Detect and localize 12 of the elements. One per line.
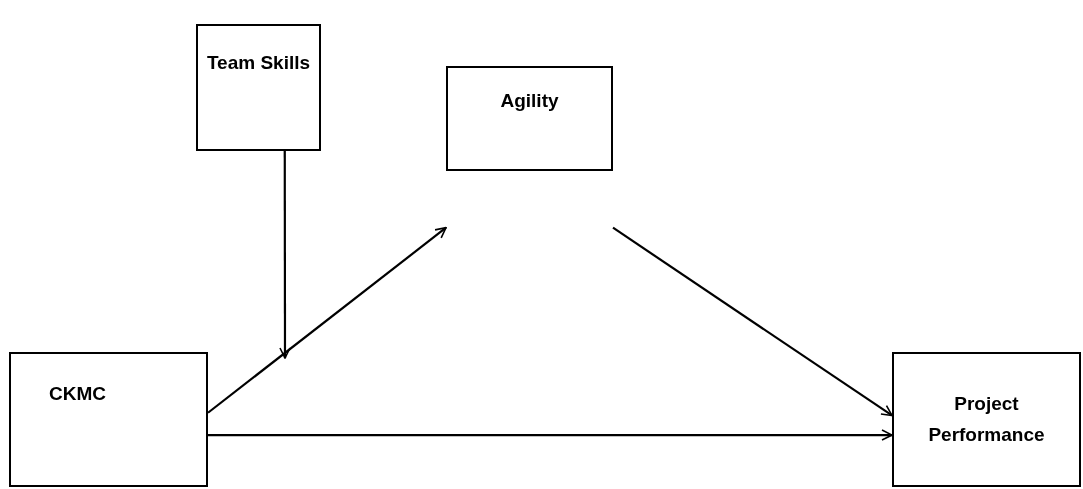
- node-label: Project Performance: [927, 392, 1046, 447]
- node-label: CKMC: [49, 382, 106, 406]
- arrow: [612, 226, 893, 417]
- process-box: [196, 24, 321, 151]
- process-box: [9, 352, 208, 487]
- arrow: [279, 151, 291, 359]
- process-box: [446, 66, 613, 171]
- node-label: Agility: [500, 89, 559, 113]
- process-box: [892, 352, 1081, 487]
- node-label: Team Skills: [206, 51, 311, 75]
- arrow: [208, 429, 893, 441]
- arrow: [207, 226, 447, 414]
